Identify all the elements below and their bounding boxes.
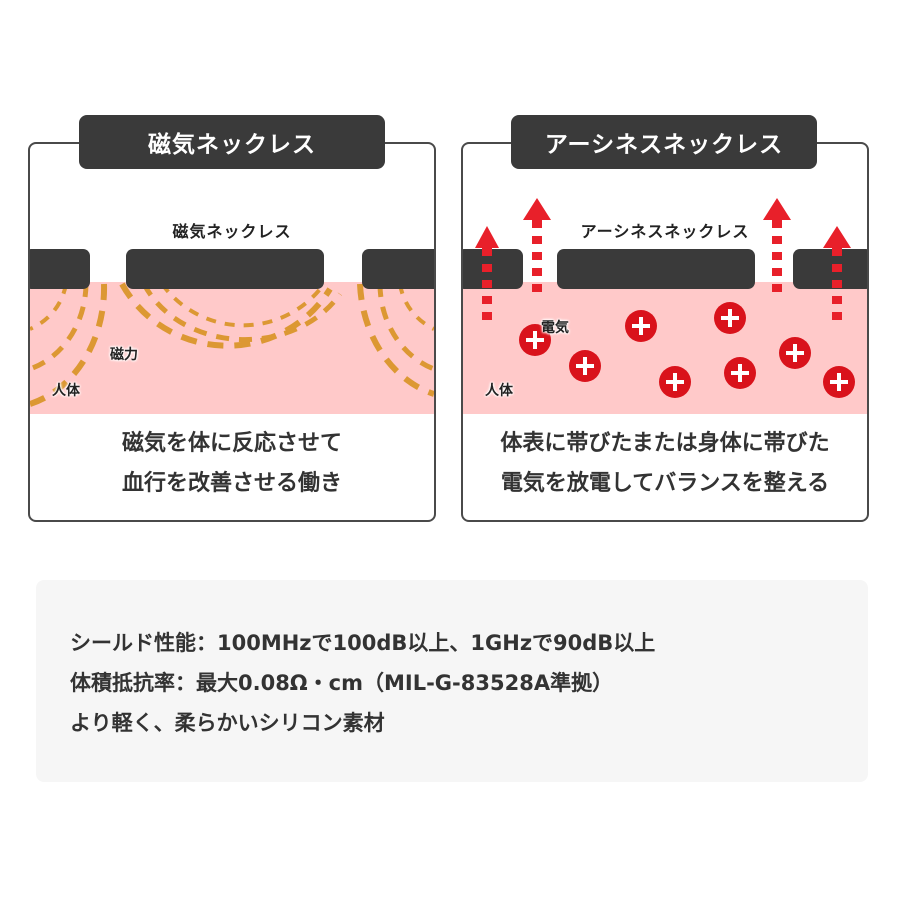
plus-charge-icon (569, 350, 601, 382)
caption-line: 血行を改善させる働き (121, 471, 342, 496)
plus-charge-icon (724, 357, 756, 389)
plus-charge-icon (779, 337, 811, 369)
plus-charge-icon (519, 324, 551, 356)
caption-line: 体表に帯びたまたは身体に帯びた (500, 431, 830, 456)
human-body-zone (30, 282, 434, 414)
necklace-segment (362, 249, 434, 289)
earthing-necklace-title: アーシネスネックレス (511, 115, 817, 169)
plus-charge-icon (659, 366, 691, 398)
necklace-label: アーシネスネックレス (580, 222, 750, 241)
specifications-box: シールド性能：100MHzで100dB以上、1GHzで90dB以上 体積抵抗率：… (36, 580, 868, 782)
electricity-label: 電気 (541, 320, 569, 336)
discharge-arrows-icon (475, 198, 851, 320)
spec-volume-resistivity: 体積抵抗率：最大0.08Ω・cm（MIL-G-83528A準拠） (70, 671, 614, 695)
magnetic-description: 磁気を体に反応させて 血行を改善させる働き (30, 424, 434, 504)
necklace-segment (793, 249, 867, 289)
caption-line: 電気を放電してバランスを整える (500, 471, 830, 496)
plus-charge-icon (714, 302, 746, 334)
necklace-label: 磁気ネックレス (172, 222, 292, 241)
caption-line: 磁気を体に反応させて (121, 431, 342, 456)
magnetic-necklace-title: 磁気ネックレス (79, 115, 385, 169)
necklace-segment (463, 249, 523, 289)
spec-material: より軽く、柔らかいシリコン素材 (70, 711, 385, 735)
magnetic-force-label: 磁力 (110, 347, 138, 363)
necklace-segment (30, 249, 90, 289)
magnetic-necklace-panel: 磁気ネックレス 磁力 人体 磁気を体に反応させて 血行を改善させる働き (28, 142, 436, 522)
plus-charge-icon (625, 310, 657, 342)
earthing-necklace-panel: アーシネスネックレス 電気 人体 体表に帯びたまたは身体に帯びた 電気を放電して… (461, 142, 869, 522)
necklace-segment (557, 249, 755, 289)
human-body-label: 人体 (52, 383, 80, 399)
plus-charge-icon (823, 366, 855, 398)
human-body-label: 人体 (485, 383, 513, 399)
necklace-segment (126, 249, 324, 289)
earthing-description: 体表に帯びたまたは身体に帯びた 電気を放電してバランスを整える (463, 424, 867, 504)
magnetic-field-arcs-icon (30, 282, 434, 407)
spec-shield-performance: シールド性能：100MHzで100dB以上、1GHzで90dB以上 (70, 631, 656, 655)
